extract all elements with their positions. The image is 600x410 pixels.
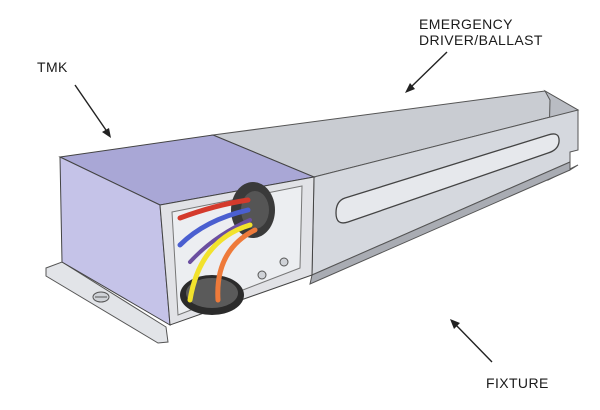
wire-orange (215, 227, 258, 303)
label-emergency-driver: EMERGENCY DRIVER/BALLAST (419, 16, 543, 48)
fixture-bottom-lip (309, 161, 571, 285)
wire-blue (177, 207, 251, 248)
interior-screw-icon (279, 257, 289, 267)
label-fixture: FIXTURE (486, 375, 549, 391)
label-tmk: TMK (37, 59, 68, 75)
arrow-tmk (74, 84, 111, 138)
arrow-driver (405, 51, 448, 93)
wire-red (177, 197, 251, 221)
arrow-fixture (450, 319, 493, 363)
wire-yellow (187, 222, 253, 303)
interior-screw-icon (257, 270, 267, 280)
fixture-slot (335, 133, 560, 224)
wire-purple (188, 218, 252, 264)
